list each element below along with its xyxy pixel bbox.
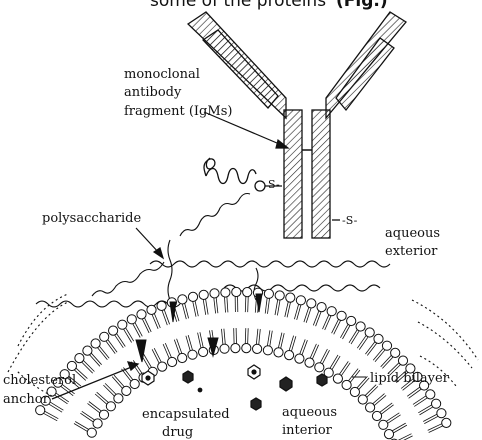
antibody-label-line2: antibody (124, 85, 182, 100)
lipid-head (93, 419, 102, 428)
lipid-head (391, 348, 400, 357)
lipid-head (91, 339, 100, 348)
lipid-head (274, 348, 283, 357)
lipid-head (221, 288, 230, 297)
header-text: some of the proteins (Fig.) (150, 0, 388, 11)
lipid-head (264, 289, 273, 298)
lipid-head (442, 418, 451, 427)
lipid-head (432, 399, 441, 408)
encapsulated-drug-label-line2: drug (162, 425, 193, 440)
aqueous-interior-label-line1: aqueous (282, 405, 337, 420)
lipid-head (437, 409, 446, 418)
lipid-head (305, 358, 314, 367)
lipid-head (242, 344, 251, 353)
lipid-head (275, 291, 284, 300)
lipid-head (347, 316, 356, 325)
lipid-head (168, 357, 177, 366)
inner-leaflet (74, 328, 413, 440)
lipid-head (158, 362, 167, 371)
lipid-head (398, 356, 407, 365)
disulfide-label-left: S- (268, 178, 280, 191)
lipid-head (333, 374, 342, 383)
lipid-head (67, 361, 76, 370)
lipid-head (87, 428, 96, 437)
antibody-right-stem (312, 110, 330, 238)
lipid-bilayer (36, 287, 451, 440)
aqueous-exterior-label-line2: exterior (385, 244, 438, 259)
lipid-head (356, 322, 365, 331)
lipid-head (350, 387, 359, 396)
lipid-head (137, 310, 146, 319)
lipid-head (75, 354, 84, 363)
antibody-left-stem (284, 110, 302, 238)
lipid-head (109, 326, 118, 335)
header-fragment: some of the proteins (150, 0, 326, 11)
encapsulated-drug-label-line1: encapsulated (142, 407, 230, 422)
aqueous-interior-label-line2: interior (282, 423, 333, 438)
antibody-label-line1: monoclonal (124, 67, 200, 82)
lipid-head (263, 346, 272, 355)
lipid-head (99, 410, 108, 419)
lipid-head (243, 288, 252, 297)
antibody-left-arm-inner (203, 30, 278, 108)
lipid-head (374, 334, 383, 343)
lipid-head (327, 307, 336, 316)
lipid-head (315, 363, 324, 372)
lipid-head (157, 301, 166, 310)
lipid-head (295, 354, 304, 363)
header-figure-ref: (Fig.) (336, 0, 388, 11)
cholesterol-anchor-label-line1: cholesterol (3, 373, 76, 388)
lipid-head (147, 305, 156, 314)
lipid-head (337, 311, 346, 320)
lipid-head (358, 395, 367, 404)
lipid-head (178, 295, 187, 304)
lipid-head (307, 299, 316, 308)
lipid-head (199, 290, 208, 299)
lipid-head (220, 344, 229, 353)
lipid-head (114, 394, 123, 403)
lipid-head (285, 351, 294, 360)
lipid-head (100, 332, 109, 341)
lipid-head (106, 402, 115, 411)
lipid-head (231, 344, 240, 353)
lipid-head (366, 403, 375, 412)
lipid-head (296, 296, 305, 305)
lipid-head (127, 315, 136, 324)
lipid-head (286, 293, 295, 302)
lipid-head (384, 430, 393, 439)
cholesterol-anchor-label-line2: anchor (3, 392, 50, 407)
lipid-head (379, 420, 388, 429)
lipid-head (130, 379, 139, 388)
lipid-head (188, 350, 197, 359)
polysaccharide-label: polysaccharide (42, 211, 141, 226)
lipid-head (210, 289, 219, 298)
lipid-head (342, 380, 351, 389)
antibody-fragment (188, 12, 406, 238)
lipid-head (232, 287, 241, 296)
encapsulated-drug-molecules (142, 365, 327, 410)
antibody-linker (204, 158, 282, 191)
antibody-pointer (204, 112, 288, 148)
lipid-bilayer-label: lipid bilayer (370, 371, 450, 386)
lipid-head (83, 346, 92, 355)
polysaccharide-pointer (136, 228, 163, 258)
lipid-head (317, 303, 326, 312)
lipid-head (382, 341, 391, 350)
lipid-head (365, 328, 374, 337)
aqueous-exterior-label-line1: aqueous (385, 226, 440, 241)
lipid-head (178, 353, 187, 362)
lipid-head (122, 386, 131, 395)
antibody-label: monoclonal antibody fragment (IgMs) (124, 67, 232, 119)
outer-leaflet (36, 287, 451, 432)
lipid-head (188, 292, 197, 301)
lipid-head (118, 320, 127, 329)
lipid-head (372, 411, 381, 420)
lipid-head (426, 390, 435, 399)
disulfide-label-right: -S- (342, 214, 358, 227)
lipid-head (199, 347, 208, 356)
lipid-tail (394, 434, 412, 440)
lipid-head (253, 344, 262, 353)
